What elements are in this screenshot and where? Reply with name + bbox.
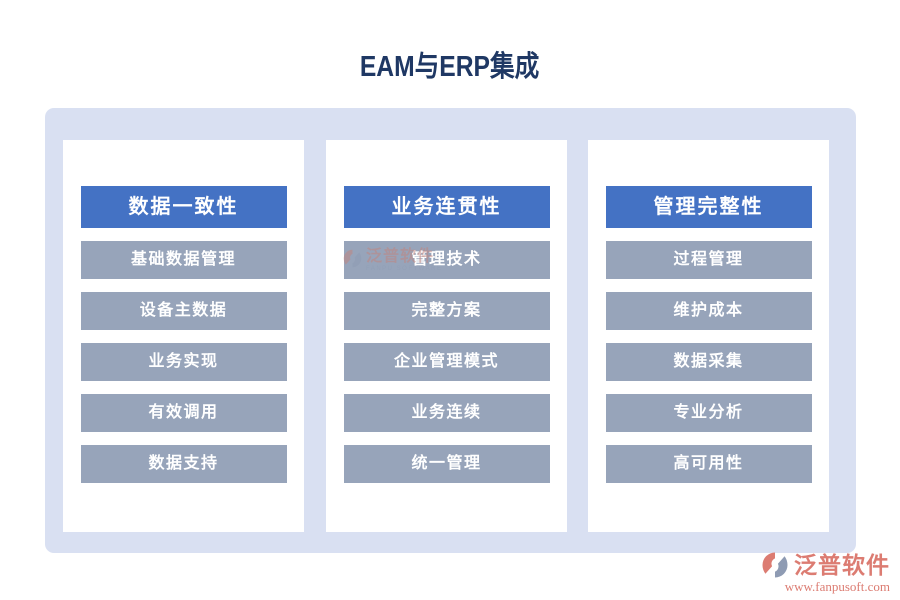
column-header: 数据一致性 xyxy=(80,186,287,228)
footer-logo-row: 泛普软件 xyxy=(750,550,890,580)
column-item: 企业管理模式 xyxy=(343,343,550,381)
column-item: 业务连续 xyxy=(343,394,550,432)
footer-logo-url: www.fanpusoft.com xyxy=(784,579,890,594)
column-item: 完整方案 xyxy=(343,292,550,330)
column-item: 数据采集 xyxy=(605,343,812,381)
column-item: 过程管理 xyxy=(605,241,812,279)
column-item: 管理技术 xyxy=(343,241,550,279)
column-item: 统一管理 xyxy=(343,445,550,483)
column-header: 管理完整性 xyxy=(605,186,812,228)
column-item: 业务实现 xyxy=(80,343,287,381)
column-card-business-continuity: 业务连贯性 管理技术 完整方案 企业管理模式 业务连续 统一管理 xyxy=(326,140,567,532)
page-title: EAM与ERP集成 xyxy=(0,50,900,84)
footer-logo: 泛普软件 www.fanpusoft.com xyxy=(750,550,890,594)
column-item: 维护成本 xyxy=(605,292,812,330)
page-title-text: EAM与ERP集成 xyxy=(360,51,540,83)
column-card-management-integrity: 管理完整性 过程管理 维护成本 数据采集 专业分析 高可用性 xyxy=(588,140,829,532)
column-item: 专业分析 xyxy=(605,394,812,432)
column-item: 数据支持 xyxy=(80,445,287,483)
column-item: 高可用性 xyxy=(605,445,812,483)
column-header: 业务连贯性 xyxy=(343,186,550,228)
footer-logo-brand: 泛普软件 xyxy=(794,552,890,578)
column-item: 基础数据管理 xyxy=(80,241,287,279)
column-item: 有效调用 xyxy=(80,394,287,432)
column-card-data-consistency: 数据一致性 基础数据管理 设备主数据 业务实现 有效调用 数据支持 xyxy=(63,140,304,532)
fanpu-logo-icon xyxy=(760,550,790,580)
column-item: 设备主数据 xyxy=(80,292,287,330)
